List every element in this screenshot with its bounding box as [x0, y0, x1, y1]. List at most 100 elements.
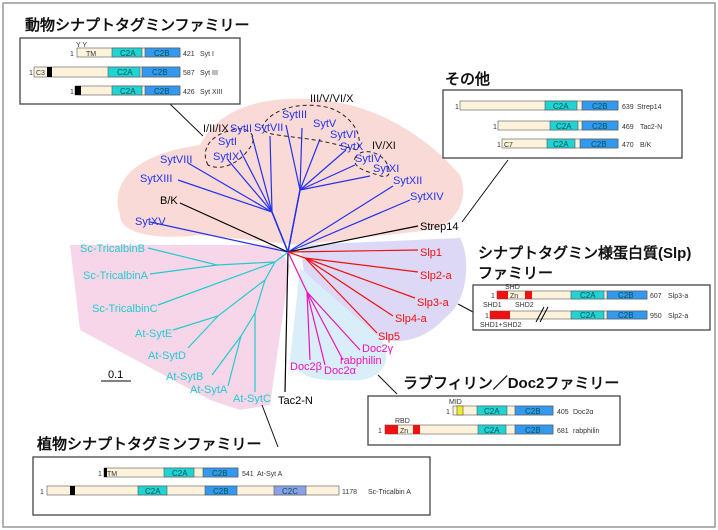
subgroup-outline-i-ii-ix [204, 128, 254, 168]
svg-text:C2A: C2A [120, 49, 136, 58]
svg-text:681: 681 [557, 428, 569, 435]
svg-text:1: 1 [40, 489, 44, 496]
tree-branch-plant [172, 261, 276, 331]
svg-text:C2B: C2B [618, 311, 634, 320]
tree-branch-slp [304, 257, 394, 317]
tree-label-sytxiv: SytXIV [410, 191, 444, 203]
tree-label-sytvii: SytVII [254, 122, 283, 134]
tree-branch-slp [304, 257, 378, 334]
svg-text:1: 1 [29, 70, 33, 77]
tree-label-sytxv: SytXV [135, 216, 166, 228]
tree-branch-syt [287, 175, 371, 253]
domain-row-strep14: 1 C2A C2B 639 Strep14 [455, 100, 662, 111]
tree-label-iii-v-vi-x: III/V/VI/X [310, 93, 354, 105]
svg-text:421: 421 [183, 51, 195, 58]
svg-text:587: 587 [183, 70, 195, 77]
svg-text:470: 470 [622, 142, 634, 149]
domain-row-tac2n: 1 C2A C2B 469 Tac2-N [493, 120, 662, 131]
slp-family-title-line2: ファミリー [478, 265, 553, 282]
domain-row-slp3a: SHD 1 Zn C2A C2B 607 Slp3-a SHD1 SHD2 [483, 284, 688, 309]
svg-text:Tac2-N: Tac2-N [640, 124, 662, 131]
domain-row-syt13: 1 C2A C2B 426 Syt XIII [70, 85, 223, 96]
svg-text:1: 1 [378, 428, 382, 435]
svg-text:C2B: C2B [152, 68, 168, 77]
svg-text:Slp3-a: Slp3-a [668, 293, 688, 300]
tree-label-sytvi: SytVI [330, 129, 356, 141]
tree-label-b-k: B/K [160, 195, 178, 207]
svg-text:C3: C3 [36, 70, 45, 77]
tree-branch-plant [149, 264, 218, 275]
scale-label: 0.1 [108, 369, 123, 381]
tree-branch-syt [269, 135, 289, 253]
svg-text:Syt III: Syt III [200, 70, 218, 77]
svg-text:1: 1 [491, 293, 495, 300]
svg-text:B/K: B/K [640, 142, 652, 149]
svg-text:C2A: C2A [484, 407, 500, 416]
tree-label-sytviii: SytVIII [160, 154, 192, 166]
tree-branch-syt [287, 199, 411, 253]
svg-text:Doc2α: Doc2α [573, 409, 593, 416]
svg-text:426: 426 [183, 89, 195, 96]
svg-text:541: 541 [242, 471, 254, 478]
tree-label-at-syta: At-SytA [190, 384, 228, 396]
tree-branch-syt [287, 185, 394, 253]
svg-text:1178: 1178 [342, 489, 357, 496]
svg-text:C2A: C2A [117, 68, 133, 77]
svg-text:RBD: RBD [395, 418, 410, 425]
tree-branch-plant [157, 261, 276, 306]
tree-label-i-ii-ix: I/II/IX [203, 123, 229, 135]
tree-label-syti: SytI [218, 136, 237, 148]
tree-label-at-sytd: At-SytD [148, 350, 186, 362]
tree-label-doc2-: Doc2γ [362, 343, 394, 355]
svg-text:C2B: C2B [213, 487, 229, 496]
tree-branch-slp [287, 249, 419, 253]
svg-text:Slp2-a: Slp2-a [668, 313, 688, 320]
svg-text:C2B: C2B [525, 407, 541, 416]
svg-text:Y Y: Y Y [76, 42, 87, 49]
svg-text:1: 1 [485, 313, 489, 320]
tree-branch-other [284, 251, 289, 393]
tree-label-sc-tricalbinb: Sc-TricalbinB [80, 243, 145, 255]
tree-label-sc-tricalbina: Sc-TricalbinA [83, 270, 149, 282]
region-doc2 [290, 268, 387, 381]
tree-label-slp2-a: Slp2-a [420, 270, 453, 282]
svg-text:Syt I: Syt I [200, 51, 214, 58]
tree-branch-syt [149, 221, 289, 253]
tree-branch-plant [187, 315, 219, 349]
svg-text:C2B: C2B [154, 49, 170, 58]
domain-row-bk: 1 C7 C2A C2B 470 B/K [497, 138, 652, 149]
leader-lines [169, 103, 509, 448]
tree-branch-plant [227, 335, 242, 387]
svg-text:C2B: C2B [154, 87, 170, 96]
tree-branch-other [287, 225, 419, 253]
svg-text:469: 469 [622, 124, 634, 131]
tree-label-sytiii: SytIII [282, 109, 307, 121]
domain-row-sc-tricalbina: 1 C2A C2B C2C 1178 Sc-Tricalbin A [40, 485, 411, 496]
svg-text:SHD2: SHD2 [515, 302, 534, 309]
tree-label-tac2-n: Tac2-N [278, 395, 313, 407]
svg-text:C7: C7 [504, 142, 513, 149]
tree-label-sytix: SytIX [213, 151, 240, 163]
svg-text:C2C: C2C [282, 487, 298, 496]
svg-text:At-Syt A: At-Syt A [257, 471, 283, 478]
region-slp [300, 238, 467, 342]
svg-text:1: 1 [497, 142, 501, 149]
svg-text:950: 950 [650, 313, 662, 320]
subgroup-outline-iii-v-vi-x [261, 104, 360, 151]
tree-label-slp5: Slp5 [378, 331, 400, 343]
svg-text:SHD1: SHD1 [483, 302, 502, 309]
tree-label-slp1: Slp1 [420, 247, 442, 259]
region-animal-syt [117, 98, 464, 245]
domain-row-syt3: 1 C3 C2A C2B 587 Syt III [29, 66, 218, 78]
svg-text:C2A: C2A [172, 469, 188, 478]
svg-text:1: 1 [98, 471, 102, 478]
tree-label-slp4-a: Slp4-a [395, 313, 428, 325]
tree-label-doc2-: Doc2α [324, 365, 357, 377]
svg-text:639: 639 [622, 104, 634, 111]
tree-label-at-sytb: At-SytB [166, 371, 203, 383]
svg-text:C2A: C2A [145, 487, 161, 496]
tree-label-rabphilin: rabphilin [340, 355, 382, 367]
svg-text:C2A: C2A [120, 87, 136, 96]
svg-text:Zn: Zn [400, 428, 408, 435]
svg-text:C2A: C2A [553, 140, 569, 149]
